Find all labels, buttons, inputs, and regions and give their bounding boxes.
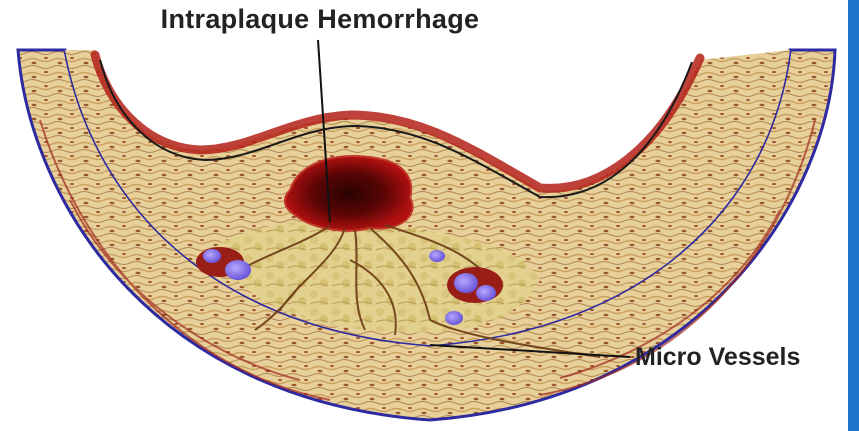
micro-vessels-label: Micro Vessels <box>635 343 800 372</box>
blue-edge-strip <box>848 0 859 431</box>
intraplaque-hemorrhage-label: Intraplaque Hemorrhage <box>0 4 640 35</box>
